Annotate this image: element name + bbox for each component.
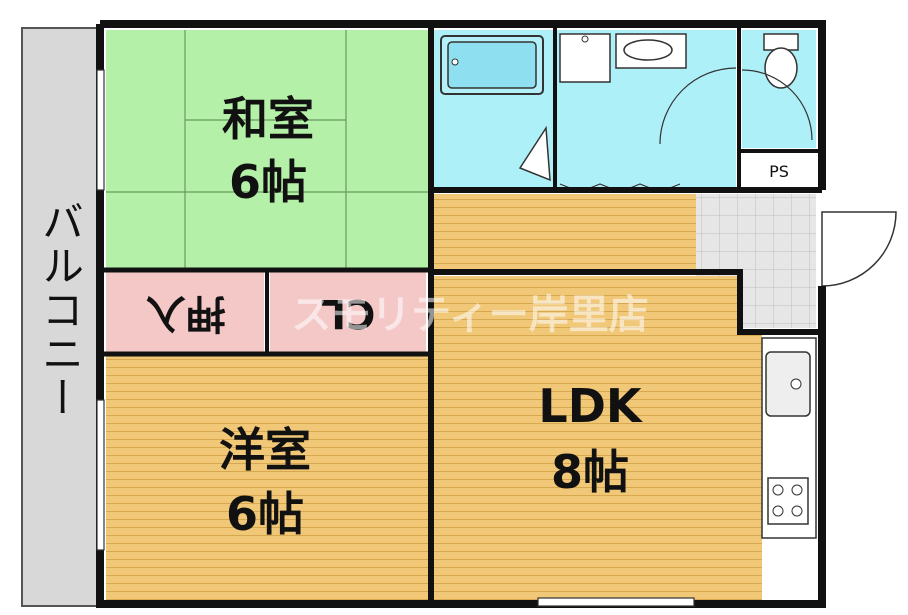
- balcony: バルコニー: [21, 27, 101, 607]
- toilet-icon: [764, 47, 798, 89]
- ldk-name: LDK: [538, 379, 643, 433]
- toilet-room: [741, 30, 816, 148]
- ldk-room: LDK 8帖: [434, 194, 762, 600]
- ldk-size: 8帖: [551, 445, 629, 499]
- oshiire-closet: 押入: [106, 272, 264, 352]
- youshitsu-size: 6帖: [226, 487, 304, 541]
- kitchen-sink-icon: [765, 351, 811, 417]
- youshitsu-room: 洋室 6帖: [106, 356, 428, 600]
- stove-icon: [767, 477, 809, 525]
- watermark: スモリティー岸里店: [291, 292, 649, 338]
- bath-door: [518, 125, 551, 182]
- cl-label: CL: [321, 290, 376, 336]
- washitsu-name: 和室: [222, 92, 314, 146]
- entrance-door-swing: [821, 211, 897, 287]
- ps-label: PS: [769, 162, 789, 181]
- walls: [96, 20, 826, 608]
- ps-space: PS: [742, 154, 816, 188]
- bath-area: [434, 30, 554, 188]
- youshitsu-name: 洋室: [219, 423, 311, 477]
- windows: [96, 69, 695, 607]
- washroom: [556, 30, 737, 193]
- oshiire-label: 押入: [146, 290, 226, 336]
- balcony-label: バルコニー: [36, 200, 85, 420]
- drain-icon: [451, 58, 459, 66]
- washitsu-size: 6帖: [229, 155, 307, 209]
- cl-closet: CL: [270, 272, 426, 352]
- kitchen-counter: [761, 337, 817, 539]
- washroom-door-swing: [659, 67, 737, 145]
- washitsu-room: 和室 6帖: [106, 30, 428, 268]
- washing-machine-icon: [559, 33, 611, 83]
